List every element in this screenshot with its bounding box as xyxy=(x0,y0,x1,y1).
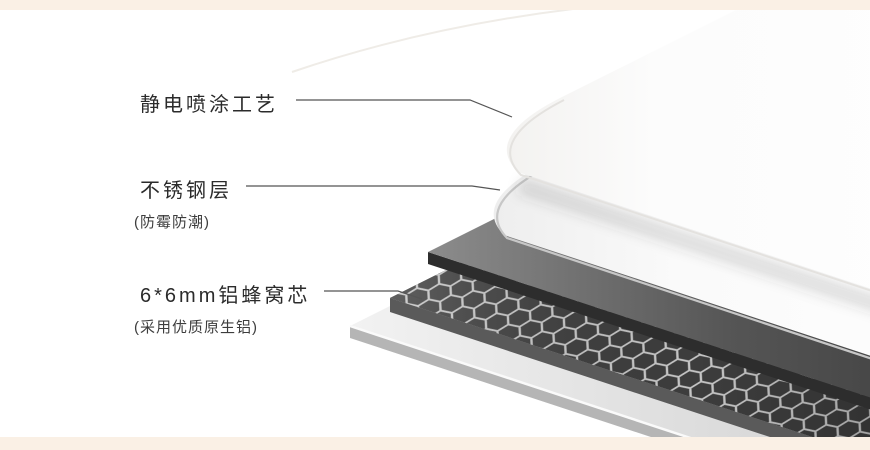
adhesive-layer-front xyxy=(428,252,870,410)
leader-line-coating xyxy=(296,99,513,118)
callout-steel: 不锈钢层 (防霉防潮) xyxy=(134,174,232,232)
coating-shadow xyxy=(517,178,870,311)
coating-sheet-back-edge xyxy=(291,1,641,73)
background-bar-top xyxy=(0,0,870,10)
callout-steel-note: (防霉防潮) xyxy=(134,214,210,231)
callout-honeycomb-label: 6*6mm铝蜂窝芯 xyxy=(140,285,311,307)
leader-line-steel xyxy=(246,185,501,191)
leader-line-honeycomb xyxy=(324,290,423,300)
callout-steel-label: 不锈钢层 xyxy=(140,180,232,202)
base-sheet-edge-highlight xyxy=(349,324,731,450)
callout-coating: 静电喷涂工艺 xyxy=(140,88,278,117)
background-bar-bottom xyxy=(0,437,870,450)
callout-coating-label: 静电喷涂工艺 xyxy=(140,94,278,116)
callout-honeycomb-note: (采用优质原生铝) xyxy=(134,319,258,336)
coating-sheet-surface xyxy=(506,0,870,289)
callout-honeycomb: 6*6mm铝蜂窝芯 (采用优质原生铝) xyxy=(134,279,311,337)
coating-sheet-edge xyxy=(509,99,870,292)
